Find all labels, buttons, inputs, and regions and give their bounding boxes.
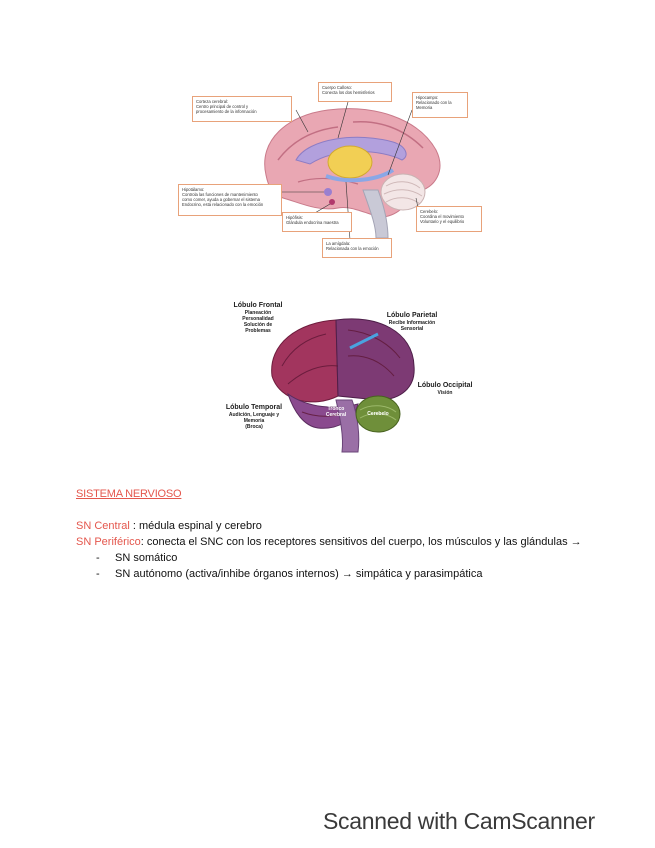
callout-hipofisis: Hipófisis: Glándula endocrina maestra xyxy=(282,212,352,232)
sn-central-label: SN Central xyxy=(76,520,130,532)
callout-cerebelo: Cerebelo: Coordina el movimiento Volunta… xyxy=(416,206,482,232)
callout-line: Relacionado con la xyxy=(416,100,452,105)
lobe-line: Visión xyxy=(437,390,453,396)
callout-line: Voluntario y el equilibrio xyxy=(420,219,465,224)
callout-title: Cuerpo Calloso: xyxy=(322,85,353,90)
callout-line: Endocrino, está relacionado con la emoci… xyxy=(182,202,264,207)
cerebelo-text: Cerebelo xyxy=(367,411,389,417)
sn-central-text: : médula espinal y cerebro xyxy=(129,520,262,532)
lobe-line: Memoria xyxy=(243,418,265,424)
lobe-line: Planeación xyxy=(244,310,272,316)
notes-heading: SISTEMA NERVIOSO xyxy=(76,488,182,500)
callout-hipotalamo: Hipotálamo: Controla las funciones de ma… xyxy=(178,184,282,216)
lobe-line: Audición, Lenguaje y xyxy=(228,412,280,418)
lobe-title: Lóbulo Temporal xyxy=(225,404,283,411)
callout-cuerpo-calloso: Cuerpo Calloso: Conecta los dos hemisfer… xyxy=(318,82,392,102)
lobe-line: Recibe Información xyxy=(388,320,436,326)
tronco-line: Cerebral xyxy=(325,412,347,418)
callout-line: procesamiento de la información xyxy=(196,109,257,114)
callout-title: Hipocampo: xyxy=(416,95,439,100)
tronco-line: Tronco xyxy=(327,406,345,412)
sn-periferico-line: SN Periférico: conecta el SNC con los re… xyxy=(76,534,596,550)
lobe-line: Solución de xyxy=(243,322,273,328)
notes-section: SISTEMA NERVIOSO SN Central : médula esp… xyxy=(76,486,596,582)
sn-bullets: -SN somático -SN autónomo (activa/inhibe… xyxy=(76,550,596,582)
bullet-text: SN somático xyxy=(115,552,178,564)
bullet-text: SN autónomo (activa/inhibe órganos inter… xyxy=(115,568,483,580)
brain-anatomy-figure: Corteza cerebral: Centro principal de co… xyxy=(178,80,484,260)
list-item: -SN somático xyxy=(96,552,178,564)
callout-title: Corteza cerebral: xyxy=(196,99,229,104)
brain-sagittal-illustration xyxy=(264,101,441,241)
list-item: -SN autónomo (activa/inhibe órganos inte… xyxy=(96,568,483,580)
callout-line: Memoria xyxy=(416,105,433,110)
notes-heading-row: SISTEMA NERVIOSO xyxy=(76,486,596,502)
brain-lobes-illustration xyxy=(271,318,415,453)
callout-corteza: Corteza cerebral: Centro principal de co… xyxy=(192,96,292,122)
label-lobulo-temporal: Lóbulo Temporal Audición, Lenguaje y Mem… xyxy=(218,404,290,430)
callout-line: Conecta los dos hemisferios xyxy=(322,90,375,95)
brain-lobes-figure: Lóbulo Frontal Planeación Personalidad S… xyxy=(218,296,480,456)
callout-line: Relacionada con la emoción xyxy=(326,246,379,251)
lobe-title: Lóbulo Occipital xyxy=(417,382,473,389)
label-lobulo-parietal: Lóbulo Parietal Recibe Información Senso… xyxy=(374,312,450,332)
sn-periferico-text: : conecta el SNC con los receptores sens… xyxy=(140,536,582,548)
spacer xyxy=(76,502,596,518)
callout-line: Coordina el movimiento xyxy=(420,214,464,219)
lobe-line: (Broca) xyxy=(245,424,263,430)
callout-title: La amígdala: xyxy=(326,241,351,246)
callout-amigdala: La amígdala: Relacionada con la emoción xyxy=(322,238,392,258)
lobe-title: Lóbulo Parietal xyxy=(386,312,438,319)
lobe-line: Personalidad xyxy=(242,316,274,322)
callout-hipocampo: Hipocampo: Relacionado con la Memoria xyxy=(412,92,468,118)
callout-title: Cerebelo: xyxy=(420,209,439,214)
callout-title: Hipotálamo: xyxy=(182,187,205,192)
callout-title: Hipófisis: xyxy=(286,215,303,220)
lobe-line: Sensorial xyxy=(400,326,424,332)
label-lobulo-frontal: Lóbulo Frontal Planeación Personalidad S… xyxy=(218,302,298,334)
camscanner-watermark: Scanned with CamScanner xyxy=(323,808,595,834)
label-lobulo-occipital: Lóbulo Occipital Visión xyxy=(410,382,480,396)
label-tronco-cerebral: Tronco Cerebral xyxy=(318,406,354,418)
lobe-title: Lóbulo Frontal xyxy=(233,302,283,309)
callout-line: Controla las funciones de mantenimiento xyxy=(182,192,258,197)
callout-line: Centro principal de control y xyxy=(196,104,249,109)
sn-periferico-label: SN Periférico xyxy=(76,536,141,548)
callout-line: como comer, ayuda a gobernar el sistema xyxy=(182,197,260,202)
callout-line: Glándula endocrina maestra xyxy=(286,220,339,225)
sn-central-line: SN Central : médula espinal y cerebro xyxy=(76,518,596,534)
label-cerebelo: Cerebelo xyxy=(360,411,396,417)
lobe-line: Problemas xyxy=(245,328,271,334)
